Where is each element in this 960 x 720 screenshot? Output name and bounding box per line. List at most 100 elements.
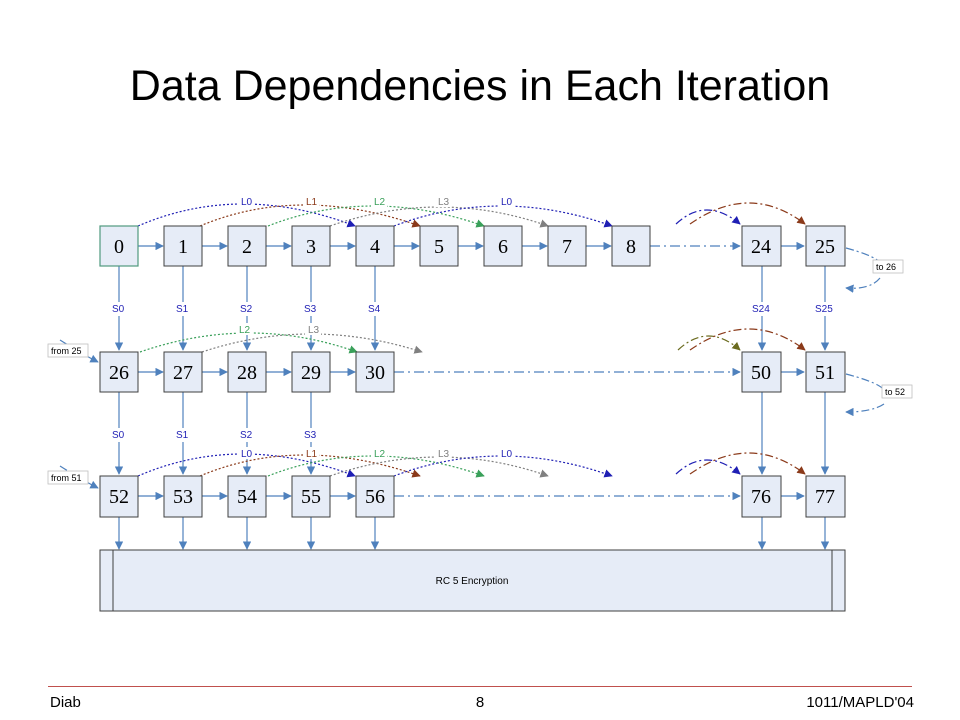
node-77 [805,475,846,518]
svg-text:to 52: to 52 [885,387,905,397]
s-labels-row2: S0 S1 S2 S3 [109,428,319,442]
svg-text:L0: L0 [241,449,253,460]
l-labels-row1: L0 L1 L2 L3 L0 [238,195,514,208]
row2-boxes [99,351,846,393]
node-7 [547,225,587,267]
svg-text:51: 51 [815,362,835,384]
node-28 [227,351,267,393]
footer-event: 1011/MAPLD'04 [806,694,914,711]
node-25 [805,225,846,267]
footer-divider [48,686,912,687]
svg-text:2: 2 [242,236,252,258]
node-29 [291,351,331,393]
node-5 [419,225,459,267]
rc5-encryption-block: RC 5 Encryption [99,549,846,612]
vertical-arrows-1 [114,266,830,351]
node-2 [227,225,267,267]
footer-page-number: 8 [475,694,485,711]
node-6 [483,225,523,267]
svg-text:4: 4 [370,236,380,258]
side-label-from51: from 51 [47,470,89,485]
svg-text:S4: S4 [368,304,381,315]
node-1 [163,225,203,267]
svg-text:76: 76 [751,486,771,508]
svg-text:8: 8 [626,236,636,258]
svg-text:30: 30 [365,362,385,384]
svg-text:26: 26 [109,362,129,384]
svg-text:0: 0 [114,236,124,258]
node-56 [355,475,395,518]
svg-text:L0: L0 [241,197,253,208]
row2-numbers: 26 27 28 29 30 50 51 [109,362,835,384]
svg-text:28: 28 [237,362,257,384]
svg-text:54: 54 [237,486,257,508]
rc5-encryption-label: RC 5 Encryption [436,576,509,587]
node-24 [741,225,782,267]
svg-text:to 26: to 26 [876,262,896,272]
svg-text:from 25: from 25 [51,346,82,356]
node-3 [291,225,331,267]
svg-text:S3: S3 [304,430,317,441]
l-arcs-row2 [139,332,423,354]
svg-text:from 51: from 51 [51,473,82,483]
svg-text:29: 29 [301,362,321,384]
footer-author: Diab [50,694,81,711]
svg-text:55: 55 [301,486,321,508]
svg-text:7: 7 [562,236,572,258]
svg-text:S2: S2 [240,304,253,315]
svg-text:24: 24 [751,236,771,258]
l-labels-row3: L0 L1 L2 L3 L0 [238,447,514,460]
vertical-arrows-2 [114,392,830,475]
svg-text:L2: L2 [374,449,386,460]
side-arrows [59,247,886,489]
node-52 [99,475,139,518]
svg-text:56: 56 [365,486,385,508]
svg-text:27: 27 [173,362,193,384]
node-26 [99,351,139,393]
svg-text:L1: L1 [306,449,318,460]
node-4 [355,225,395,267]
node-30 [355,351,395,393]
svg-text:53: 53 [173,486,193,508]
row3-boxes [99,475,846,518]
node-8 [611,225,651,267]
svg-text:L2: L2 [374,197,386,208]
svg-text:L3: L3 [308,325,320,336]
row3-numbers: 52 53 54 55 56 76 77 [109,486,835,508]
row1-numbers: 0 1 2 3 4 5 6 7 8 24 25 [114,236,835,258]
svg-text:L0: L0 [501,197,513,208]
node-51 [805,351,846,393]
node-27 [163,351,203,393]
node-50 [741,351,782,393]
svg-text:L0: L0 [501,449,513,460]
svg-text:S24: S24 [752,304,770,315]
svg-text:5: 5 [434,236,444,258]
node-54 [227,475,267,518]
l-labels-row2: L2 L3 [236,323,321,336]
svg-text:S0: S0 [112,430,125,441]
node-76 [741,475,782,518]
svg-text:52: 52 [109,486,129,508]
svg-text:77: 77 [815,486,835,508]
right-dashdot-arcs [675,202,806,475]
svg-text:25: 25 [815,236,835,258]
svg-text:S1: S1 [176,304,189,315]
svg-text:3: 3 [306,236,316,258]
svg-text:L2: L2 [239,325,251,336]
side-label-from25: from 25 [47,343,89,358]
node-55 [291,475,331,518]
side-label-to52: to 52 [881,384,913,399]
s-labels-row1: S0 S1 S2 S3 S4 S24 S25 [109,302,837,316]
svg-text:6: 6 [498,236,508,258]
svg-text:S2: S2 [240,430,253,441]
node-53 [163,475,203,518]
node-0 [99,225,139,267]
slide-title: Data Dependencies in Each Iteration [129,62,831,110]
svg-text:S0: S0 [112,304,125,315]
svg-text:1: 1 [178,236,188,258]
side-label-to26: to 26 [872,259,904,274]
svg-text:S25: S25 [815,304,833,315]
svg-text:L3: L3 [438,197,450,208]
svg-text:S1: S1 [176,430,189,441]
